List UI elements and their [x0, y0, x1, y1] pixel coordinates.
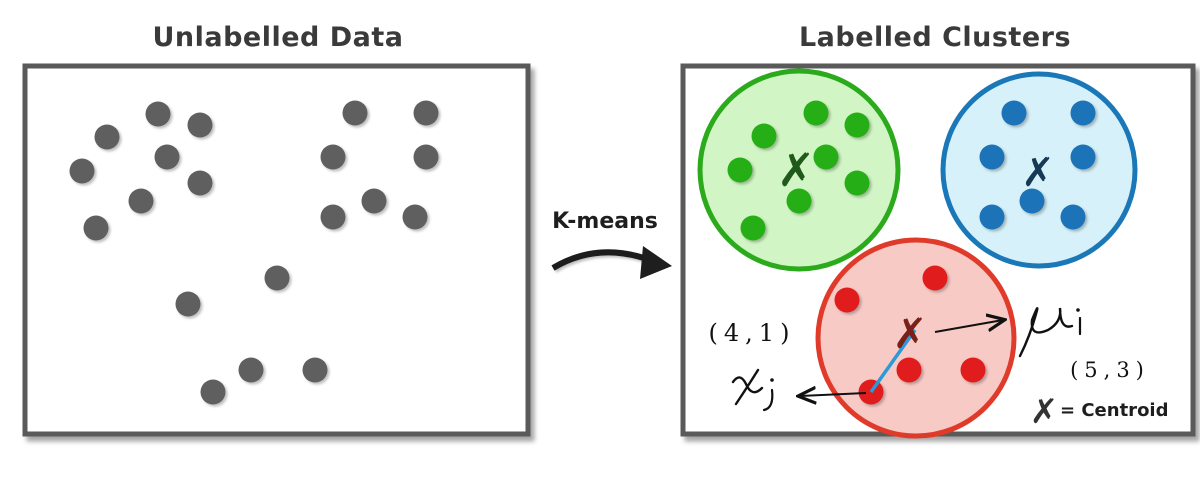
x-mark-icon: ✗ [1030, 392, 1059, 432]
left-panel-frame [22, 63, 531, 437]
cluster-green: ✗ [697, 68, 901, 272]
data-point [413, 100, 439, 126]
cluster-blue: ✗ [940, 71, 1138, 269]
data-point [238, 357, 264, 383]
mu-arrow [934, 320, 1003, 333]
x-symbol [731, 368, 764, 406]
data-point [342, 100, 368, 126]
kmeans-arrow: K-means [551, 209, 672, 279]
x-subscript-j [762, 388, 774, 412]
data-point [94, 124, 120, 150]
data-point [187, 112, 213, 138]
right-panel-title: Labelled Clusters [799, 22, 1071, 53]
x-subscript-dot [770, 378, 774, 382]
mu-subscript-dot [1076, 308, 1080, 312]
cluster-blue-point [1070, 144, 1096, 170]
cluster-blue-point [979, 144, 1005, 170]
cluster-blue-point [1070, 100, 1096, 126]
cluster-blue-points [979, 100, 1096, 230]
kmeans-label: K-means [552, 209, 658, 234]
left-panel-title: Unlabelled Data [152, 22, 403, 53]
left-panel [22, 63, 531, 437]
cluster-blue-point [1001, 100, 1027, 126]
cluster-green-point [751, 123, 777, 149]
cluster-blue-centroid-icon: ✗ [1021, 150, 1055, 196]
cluster-red-centroid-icon: ✗ [892, 309, 927, 358]
data-point [128, 188, 154, 214]
cluster-red-point [834, 287, 860, 313]
data-point [69, 158, 95, 184]
data-point [402, 204, 428, 230]
kmeans-arrow-shaft [551, 249, 657, 271]
cluster-blue-point [1060, 204, 1086, 230]
cluster-green-points [727, 100, 870, 241]
cluster-green-centroid-icon: ✗ [777, 143, 816, 197]
cluster-green-point [803, 100, 829, 126]
data-point [145, 101, 171, 127]
data-point [200, 379, 226, 405]
cluster-blue-point [979, 204, 1005, 230]
cluster-green-point [844, 170, 870, 196]
centroid-legend: ✗ = Centroid [1030, 392, 1169, 432]
mu-symbol [1018, 307, 1074, 358]
cluster-green-point [740, 215, 766, 241]
unlabelled-points [69, 100, 439, 405]
mu-coordinate: (5,3) [1070, 358, 1150, 382]
data-point [154, 144, 180, 170]
data-point [175, 291, 201, 317]
data-point [187, 170, 213, 196]
cluster-green-point [727, 157, 753, 183]
cluster-green-point [844, 112, 870, 138]
right-panel: ✗ ✗ ✗ (4,1) [680, 63, 1196, 439]
data-point [413, 144, 439, 170]
data-point [83, 215, 109, 241]
cluster-red-point [922, 265, 948, 291]
cluster-red-point [960, 357, 986, 383]
annotations: (4,1) (5,3) [709, 307, 1150, 412]
cluster-red: ✗ [815, 237, 1017, 439]
data-point [264, 265, 290, 291]
cluster-blue-point [1019, 188, 1045, 214]
data-point [320, 144, 346, 170]
distance-line [869, 328, 917, 394]
xj-coordinate: (4,1) [709, 319, 796, 347]
data-point [320, 204, 346, 230]
xj-arrow [800, 393, 867, 396]
cluster-green-point [813, 144, 839, 170]
data-point [361, 188, 387, 214]
data-point [302, 357, 328, 383]
cluster-red-point [896, 357, 922, 383]
legend-label: = Centroid [1060, 400, 1168, 421]
kmeans-arrow-head [640, 246, 672, 279]
cluster-green-point [786, 188, 812, 214]
